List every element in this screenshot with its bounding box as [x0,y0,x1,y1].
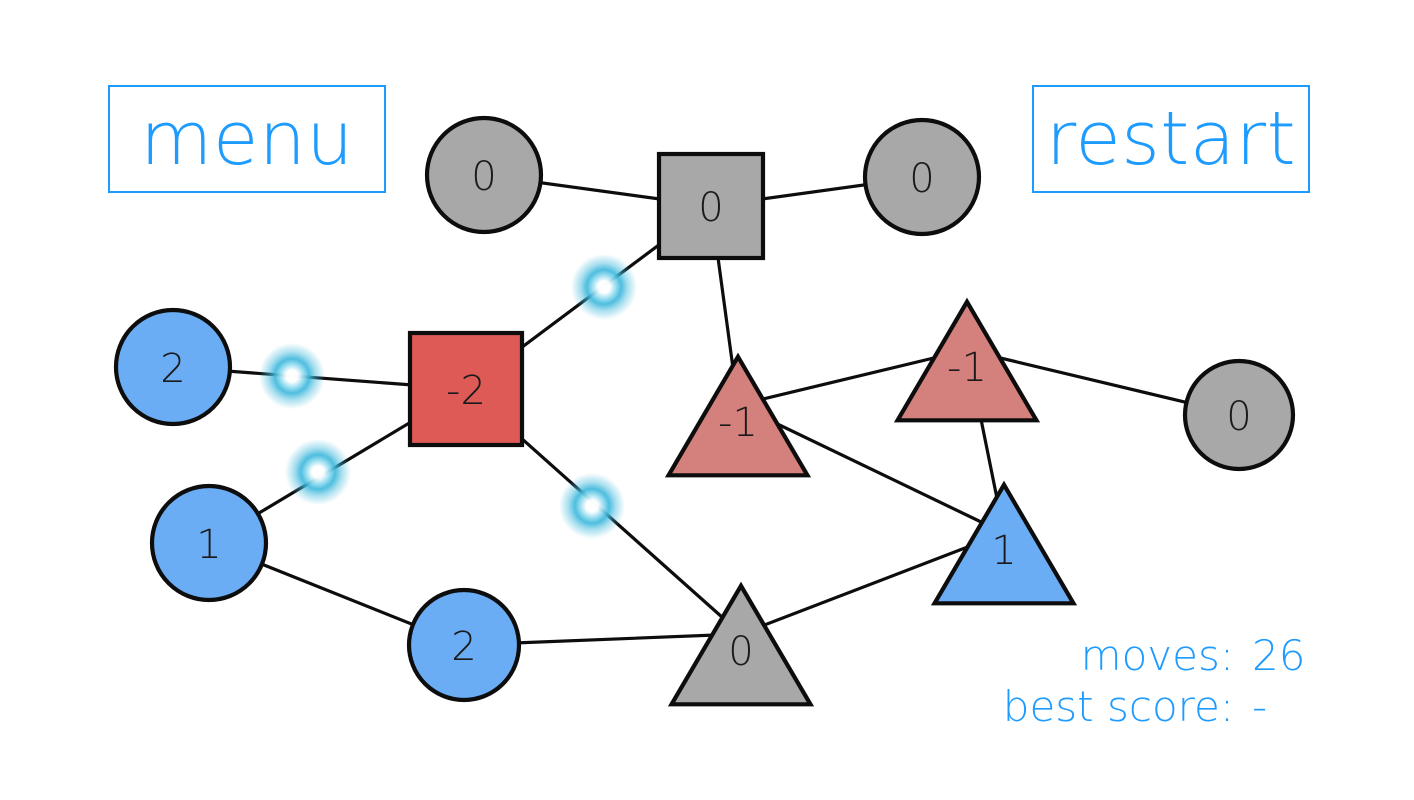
edge-triangle-gray-to-triangle-blue[interactable] [739,531,1006,636]
triangle-blue-right[interactable]: 1 [930,480,1078,606]
circle-gray-top-left[interactable]: 0 [424,115,544,235]
circle-blue-left-two-shape[interactable] [113,307,233,427]
square-gray-top-shape[interactable] [656,151,766,261]
circle-gray-top-right[interactable]: 0 [862,117,982,237]
edge-marker-circle-two-to-square-red[interactable] [259,343,325,409]
circle-blue-left-one-shape[interactable] [149,483,269,603]
moves-label: moves: [1080,631,1234,680]
square-red-center-shape[interactable] [407,330,525,448]
edge-triangle-red-left-to-triangle-blue[interactable] [736,403,1006,535]
circle-blue-left-one[interactable]: 1 [149,483,269,603]
best-score-value: - [1252,682,1268,732]
triangle-gray-bottom[interactable]: 0 [667,581,815,707]
markers-layer [259,254,637,539]
moves-row: moves: 26 [1003,630,1336,681]
triangle-gray-bottom-shape[interactable] [667,581,815,707]
menu-button[interactable]: menu [108,85,386,193]
circle-blue-left-two[interactable]: 2 [113,307,233,427]
moves-value: 26 [1252,631,1306,680]
edge-marker-circle-one-to-square-red[interactable] [285,439,351,505]
triangle-blue-right-shape[interactable] [930,480,1078,606]
square-gray-top[interactable]: 0 [656,151,766,261]
best-score-row: best score: - [1003,681,1336,732]
circle-gray-top-left-shape[interactable] [424,115,544,235]
restart-button[interactable]: restart [1032,85,1310,193]
circle-blue-bottom-two-shape[interactable] [406,587,522,703]
circle-gray-right[interactable]: 0 [1182,358,1296,472]
circle-gray-top-right-shape[interactable] [862,117,982,237]
circle-gray-right-shape[interactable] [1182,358,1296,472]
triangle-red-left-shape[interactable] [664,352,812,478]
circle-blue-bottom-two[interactable]: 2 [406,587,522,703]
best-score-label: best score: [1002,682,1234,732]
edge-marker-square-red-to-triangle-gray[interactable] [559,473,625,539]
edge-triangle-red-left-to-right[interactable] [736,348,969,407]
score-panel: moves: 26 best score: - [1003,630,1336,732]
edge-marker-square-red-to-square-gray[interactable] [571,254,637,320]
square-red-center[interactable]: -2 [407,330,525,448]
triangle-red-left[interactable]: -1 [664,352,812,478]
triangle-red-right-shape[interactable] [893,297,1041,423]
